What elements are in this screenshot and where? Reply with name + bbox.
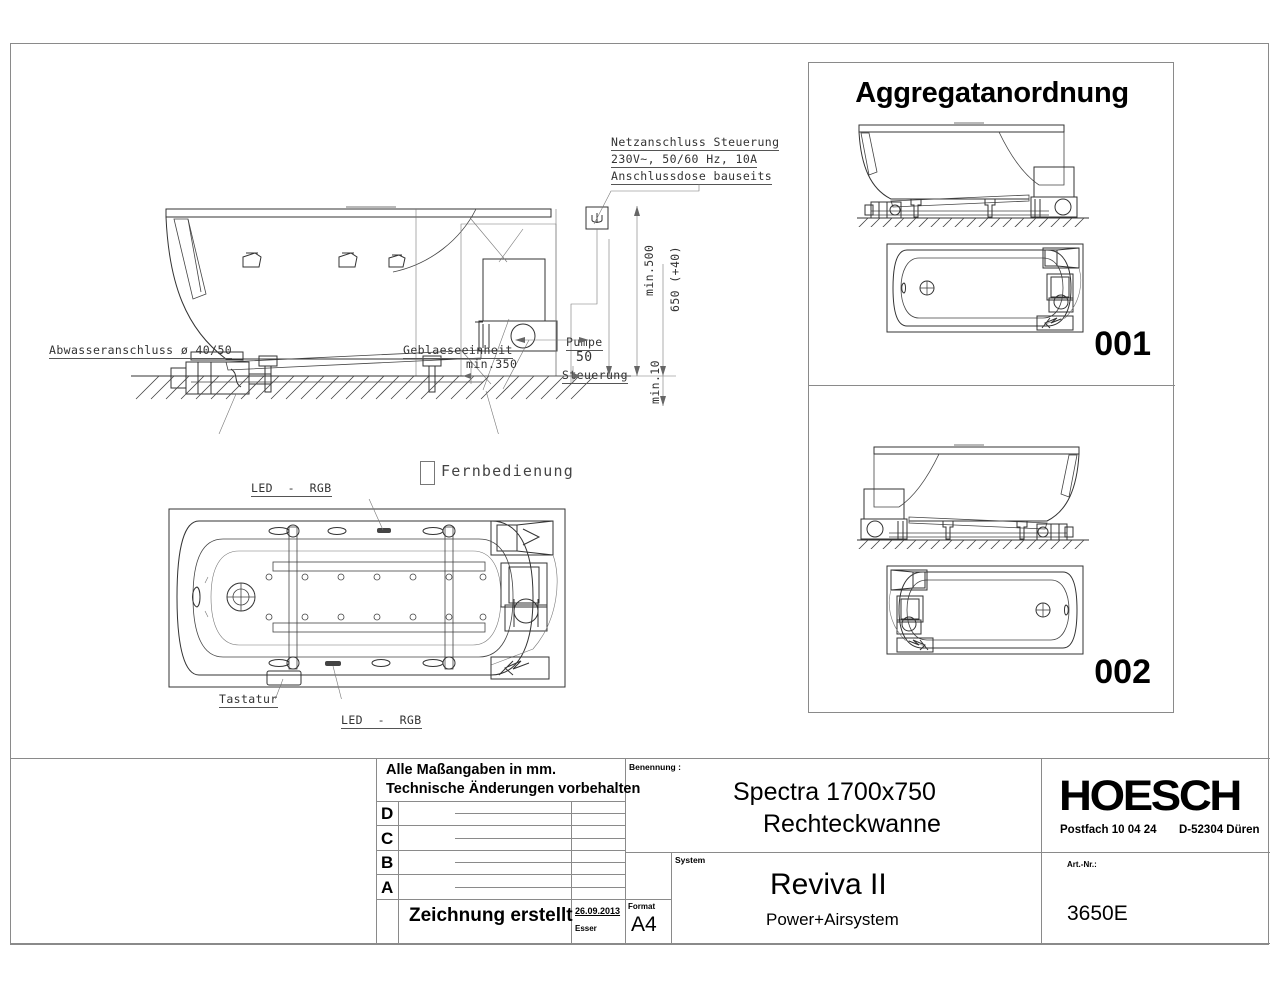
tb-v-logo bbox=[1041, 758, 1043, 943]
article-number-label: Art.-Nr.: bbox=[1067, 860, 1097, 869]
annotation-waste-connection: Abwasseranschluss ø 40/50 bbox=[49, 343, 233, 359]
brand-logo: HOESCH bbox=[1059, 772, 1242, 820]
annotation-led-top: LED - RGB bbox=[251, 481, 332, 497]
tb-rule-b2 bbox=[455, 862, 625, 864]
drawing-author: Esser bbox=[575, 924, 597, 933]
product-name-line1: Spectra 1700x750 bbox=[733, 778, 936, 806]
tb-v-note bbox=[376, 758, 378, 943]
annotation-pump: Pumpe bbox=[566, 335, 603, 351]
revision-row-b: B bbox=[381, 853, 394, 872]
tb-rule-logo bbox=[1041, 852, 1270, 854]
aggregat-panel-title: Aggregatanordnung bbox=[855, 77, 1129, 109]
variant-001-number: 001 bbox=[1094, 325, 1151, 363]
variant-001-plan bbox=[886, 243, 1084, 333]
title-block: Alle Maßangaben in mm. Technische Änderu… bbox=[11, 758, 1270, 945]
tb-rule-format bbox=[625, 899, 671, 901]
tb-rule-a bbox=[376, 899, 625, 901]
revision-row-a: A bbox=[381, 878, 394, 897]
dimension-min350: min.350 bbox=[466, 357, 518, 371]
annotation-mains-line2: 230V~, 50/60 Hz, 10A bbox=[611, 152, 758, 168]
variant-002-elevation bbox=[857, 444, 1089, 549]
tb-rule-a2 bbox=[455, 887, 625, 889]
tb-rule-c2 bbox=[455, 838, 625, 840]
annotation-remote-control: Fernbedienung bbox=[441, 462, 574, 480]
tb-rule-benennung bbox=[625, 852, 1041, 854]
tb-bottom-rule bbox=[11, 943, 1270, 945]
dimension-line-min350 bbox=[463, 366, 581, 384]
annotation-control: Steuerung bbox=[562, 368, 628, 384]
variant-002-plan bbox=[886, 565, 1084, 655]
drawing-status: Zeichnung erstellt bbox=[409, 905, 573, 926]
tb-rule-b bbox=[376, 874, 625, 876]
product-name-line2: Rechteckwanne bbox=[763, 810, 941, 838]
revision-row-d: D bbox=[381, 804, 394, 823]
annotation-led-bottom: LED - RGB bbox=[341, 713, 422, 729]
variant-002-number: 002 bbox=[1094, 653, 1151, 691]
revision-row-c: C bbox=[381, 829, 394, 848]
annotation-mains-line1: Netzanschluss Steuerung bbox=[611, 135, 780, 151]
remote-control-icon bbox=[420, 461, 435, 485]
aggregat-arrangement-panel: Aggregatanordnung bbox=[808, 62, 1175, 713]
format-value: A4 bbox=[631, 913, 657, 936]
dimension-min10: min.10 bbox=[648, 360, 662, 404]
annotation-blower-unit: Geblaeseeinheit bbox=[403, 343, 513, 359]
brand-address-right: D-52304 Düren bbox=[1179, 824, 1260, 836]
drawing-date: 26.09.2013 bbox=[575, 906, 621, 916]
system-label: System bbox=[675, 855, 706, 865]
annotation-mains-line3: Anschlussdose bauseits bbox=[611, 169, 773, 185]
drawing-sheet: Netzanschluss Steuerung 230V~, 50/60 Hz,… bbox=[10, 43, 1270, 945]
variant-001-elevation bbox=[857, 122, 1089, 227]
benennung-label: Benennung : bbox=[629, 762, 681, 772]
note-line-2: Technische Änderungen vorbehalten bbox=[386, 781, 641, 797]
dimension-line-50 bbox=[515, 337, 589, 343]
panel-divider bbox=[809, 385, 1175, 386]
tb-rule-note bbox=[376, 801, 625, 803]
plan-view bbox=[168, 499, 566, 699]
brand-address-left: Postfach 10 04 24 bbox=[1060, 824, 1157, 836]
drawing-area: Netzanschluss Steuerung 230V~, 50/60 Hz,… bbox=[11, 44, 1270, 758]
tb-rule-d2 bbox=[455, 813, 625, 815]
note-line-1: Alle Maßangaben in mm. bbox=[386, 762, 556, 778]
dimension-50: 50 bbox=[576, 350, 593, 365]
dimension-min500: min.500 bbox=[642, 244, 656, 296]
dimension-650: 650 (+40) bbox=[668, 246, 682, 312]
article-number-value: 3650E bbox=[1067, 902, 1128, 925]
tb-rule-c bbox=[376, 850, 625, 852]
tb-top-rule bbox=[11, 758, 1270, 760]
tb-rule-d bbox=[376, 825, 625, 827]
system-name: Reviva II bbox=[770, 868, 887, 901]
leader-mains bbox=[593, 184, 700, 225]
tb-v-date bbox=[571, 801, 573, 943]
tb-v-format bbox=[671, 852, 673, 943]
annotation-keypad: Tastatur bbox=[219, 692, 278, 708]
system-subtitle: Power+Airsystem bbox=[766, 910, 899, 929]
tb-v-rev bbox=[398, 801, 400, 943]
tb-v-benennung bbox=[625, 758, 627, 943]
format-label: Format bbox=[628, 902, 656, 911]
